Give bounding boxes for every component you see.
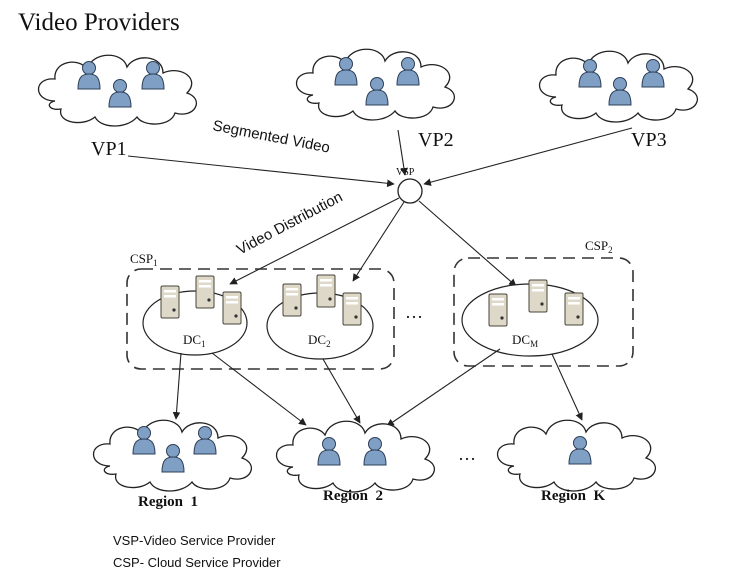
csp2-boundary (453, 257, 634, 367)
vp3-label: VP3 (631, 129, 667, 151)
server-icon (564, 292, 584, 326)
arrow-dcm-regionk (551, 353, 583, 421)
csp2-label: CSP2 (585, 238, 613, 255)
region-k-label: Region K (541, 488, 606, 504)
segmented-video-label: Segmented Video (211, 117, 331, 156)
dc-ellipsis: … (405, 302, 423, 322)
vp2-label: VP2 (418, 129, 454, 151)
server-icon (195, 275, 215, 309)
diagram-title: Video Providers (18, 9, 180, 36)
server-icon (222, 291, 242, 325)
cloud-shape (275, 420, 436, 493)
vp1-label: VP1 (91, 138, 127, 160)
arrow-vsp-dc2 (352, 201, 405, 282)
arrow-vp1-vsp (127, 155, 395, 188)
region-1-label: Region 1 (138, 494, 198, 510)
arrow-vp2-vsp (397, 129, 408, 176)
region-cloud-k (496, 419, 657, 492)
arrow-dc2-region2 (322, 358, 361, 424)
vsp-label: VSP (396, 167, 415, 178)
dcm-label: DCM (512, 332, 538, 349)
vsp-node (397, 178, 423, 204)
dc1-label: DC1 (183, 332, 206, 349)
server-icon (342, 292, 362, 326)
arrow-vsp-dcm (418, 200, 517, 287)
provider-cloud-vp1 (37, 54, 198, 127)
region-2-label: Region 2 (323, 488, 383, 504)
legend-csp: CSP- Cloud Service Provider (113, 555, 281, 570)
arrow-vp3-vsp (423, 127, 633, 186)
csp1-boundary (126, 268, 395, 370)
region-ellipsis: … (458, 444, 476, 464)
provider-cloud-vp3 (538, 50, 699, 123)
csp1-label: CSP1 (130, 251, 158, 268)
video-distribution-label: Video Distribution (234, 188, 346, 258)
server-icon (160, 285, 180, 319)
server-icon (528, 279, 548, 313)
server-icon (316, 274, 336, 308)
server-icon (488, 293, 508, 327)
arrow-dc1-region2 (211, 352, 307, 426)
server-icon (282, 283, 302, 317)
region-cloud-2 (275, 420, 436, 493)
arrow-dc1-region1 (172, 352, 182, 420)
dc2-label: DC2 (308, 332, 331, 349)
arrow-dcm-region2 (386, 348, 501, 427)
legend-vsp: VSP-Video Service Provider (113, 533, 276, 548)
region-cloud-1 (92, 419, 253, 492)
provider-cloud-vp2 (295, 48, 456, 121)
